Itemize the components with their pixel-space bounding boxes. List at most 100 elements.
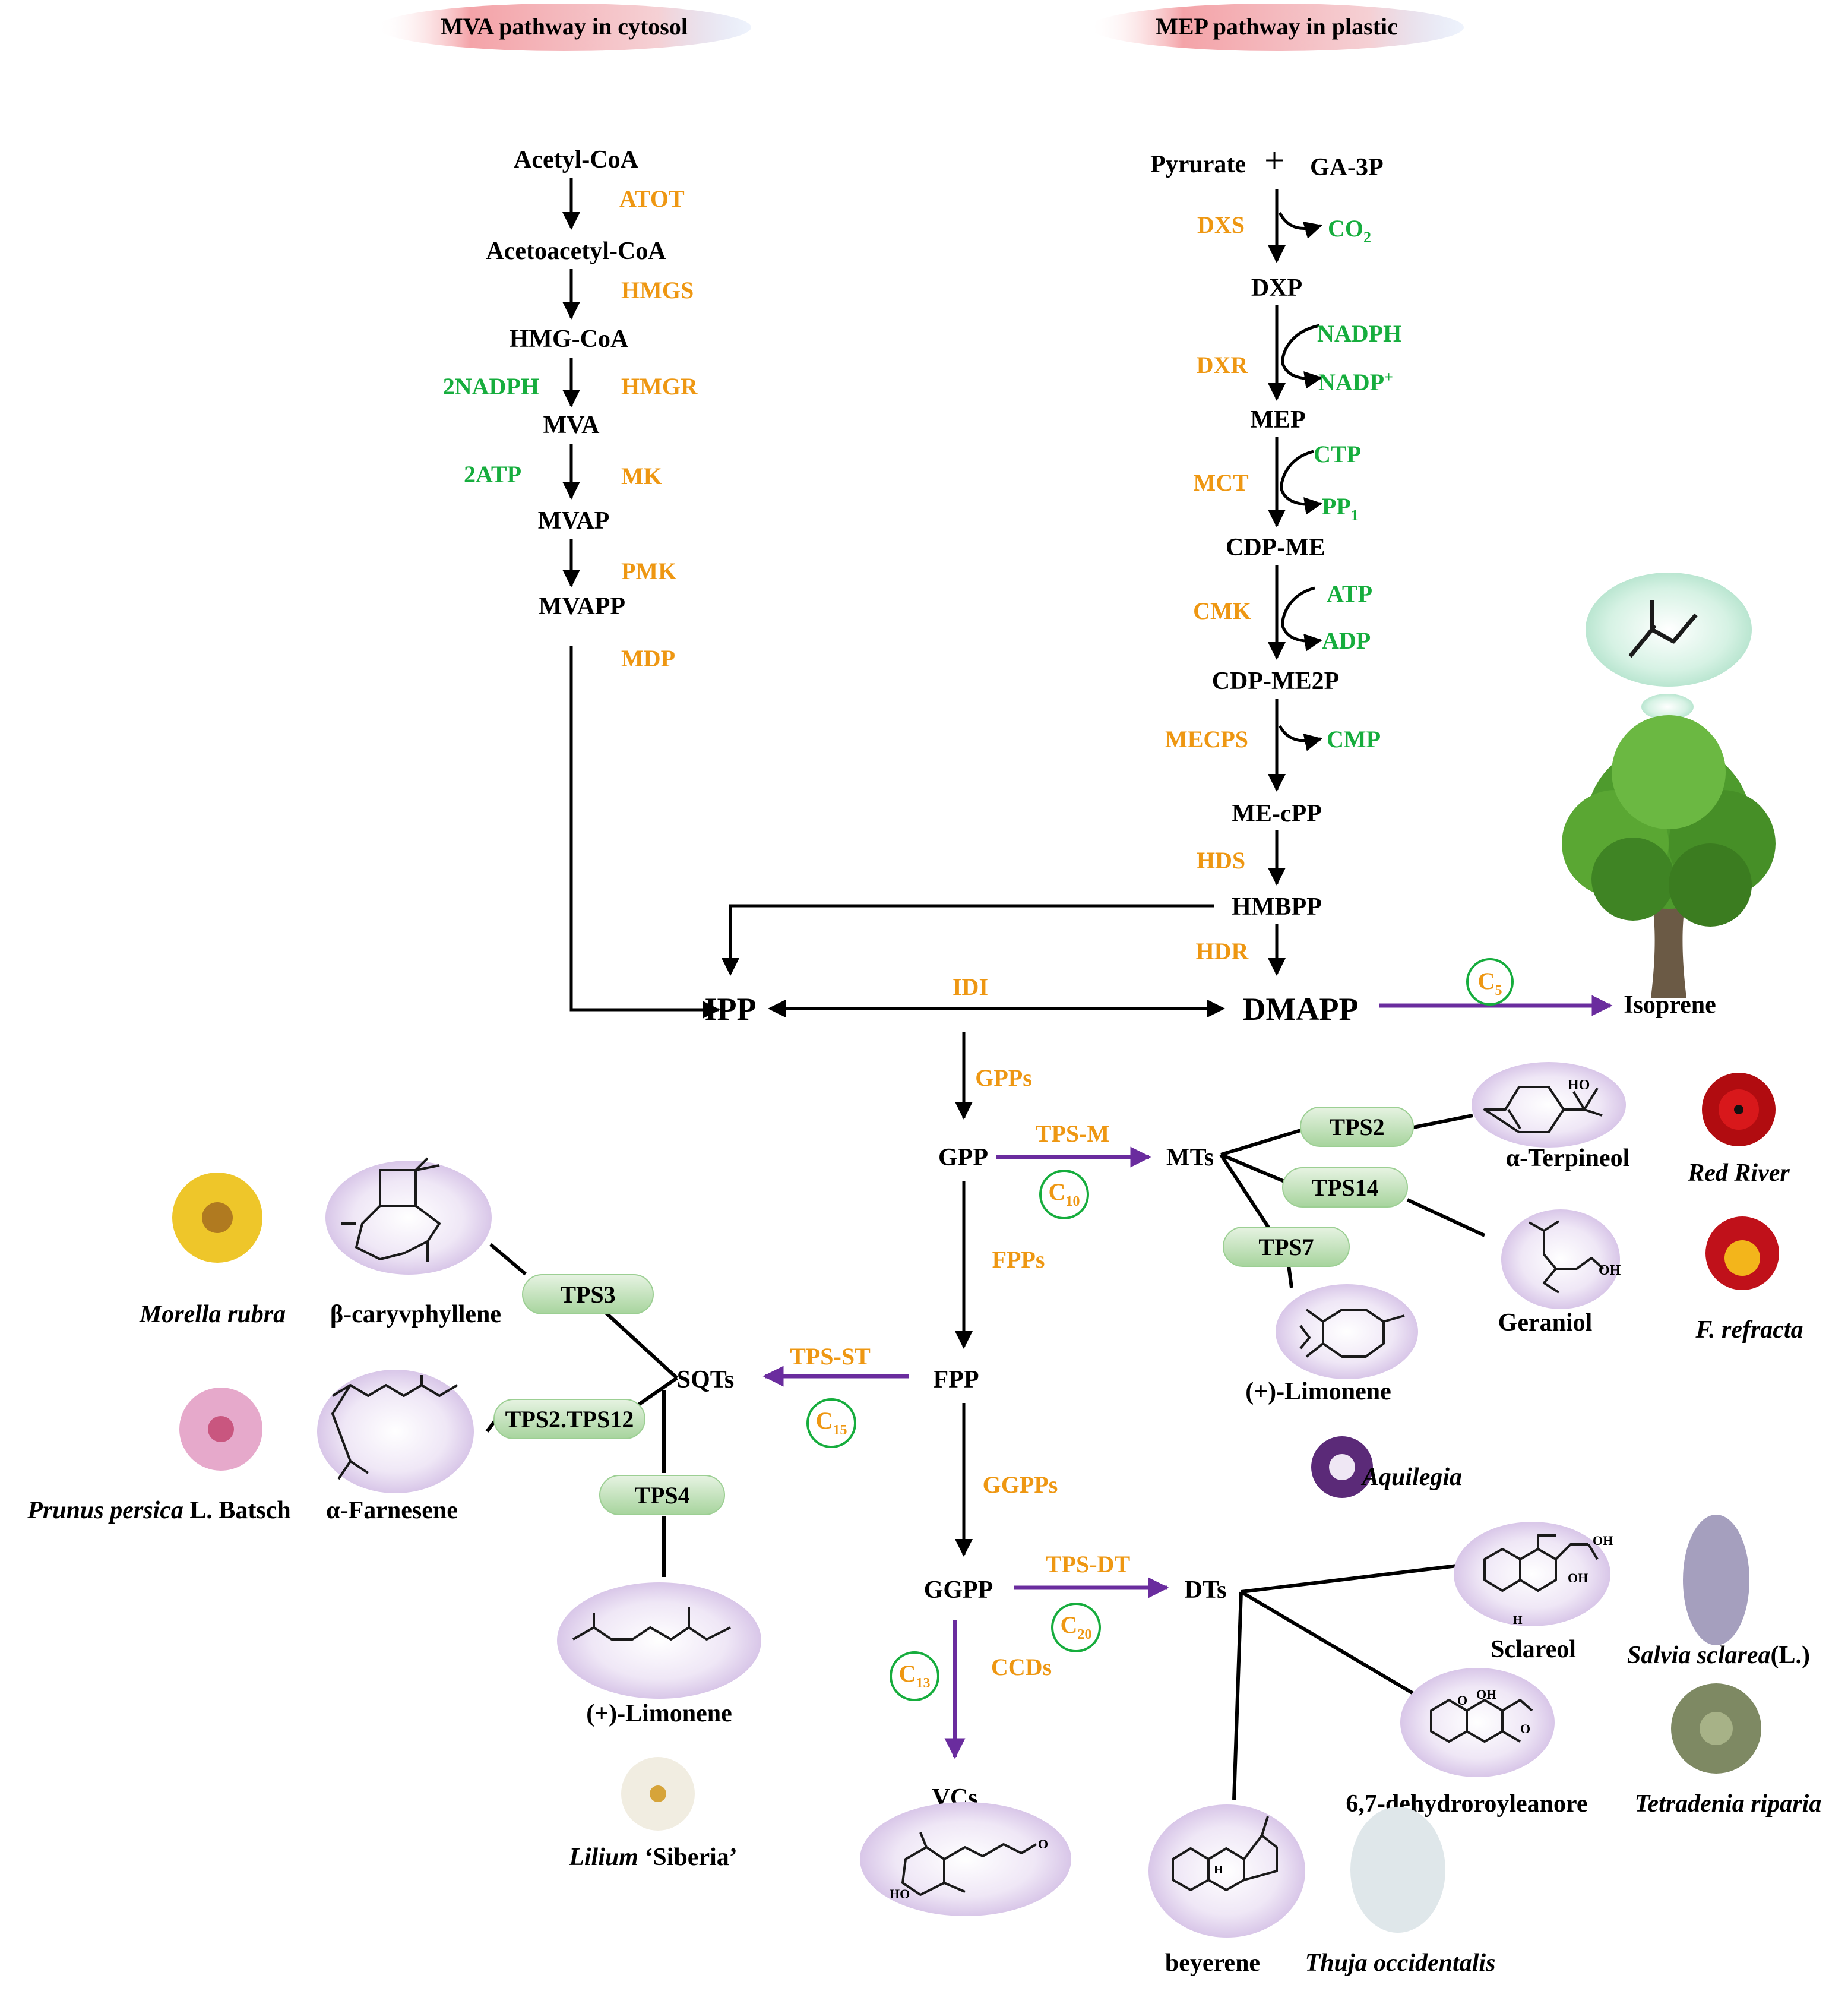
vcs-o: O (1038, 1837, 1048, 1851)
dts: DTs (1185, 1576, 1227, 1604)
enzyme-tps-st: TPS-ST (790, 1343, 871, 1370)
mep-header: MEP pathway in plastic (1090, 4, 1464, 51)
sclareol-oh-2: OH (1593, 1533, 1613, 1548)
enzyme-mct: MCT (1193, 469, 1249, 496)
alpha-farnesene: α-Farnesene (326, 1497, 458, 1524)
limonene-mt-structure (1276, 1284, 1418, 1379)
farnesene-structure (317, 1370, 474, 1493)
mva-pathway: Acetyl-CoA Acetoacetyl-CoA HMG-CoA MVA M… (443, 146, 720, 1019)
cofactor-2atp: 2ATP (464, 461, 521, 488)
white-lily-icon (621, 1757, 695, 1831)
cofactor-nadp: NADP+ (1318, 368, 1393, 396)
mep-header-label: MEP pathway in plastic (1156, 13, 1398, 40)
sclareol: Sclareol (1491, 1636, 1576, 1663)
carbon-c13-label: C13 (899, 1660, 931, 1691)
enzyme-dxr: DXR (1197, 352, 1249, 378)
enzyme-cmk: CMK (1193, 598, 1251, 624)
caryophyllene-structure (325, 1161, 492, 1275)
mep: MEP (1250, 406, 1305, 434)
limonene-sqt: (+)-Limonene (586, 1700, 732, 1727)
enzyme-mk: MK (621, 463, 662, 489)
enzyme-pmk: PMK (621, 558, 676, 584)
royleanore-oh: OH (1476, 1687, 1496, 1702)
enzyme-hds: HDS (1197, 847, 1245, 874)
carbon-c10-label: C10 (1049, 1178, 1080, 1209)
geraniol: Geraniol (1498, 1309, 1593, 1336)
species-tetradenia-riparia: Tetradenia riparia (1635, 1790, 1822, 1818)
species-thuja-occidentalis: Thuja occidentalis (1305, 1949, 1496, 1977)
enzyme-idi: IDI (953, 974, 988, 1000)
species-morella-rubra: Morella rubra (139, 1301, 286, 1328)
cofactor-co2: CO2 (1328, 215, 1371, 246)
tps3-label: TPS3 (560, 1281, 615, 1308)
limonene-sqt-structure (557, 1582, 761, 1699)
cofactor-2nadph: 2NADPH (443, 373, 539, 400)
ggpp: GGPP (924, 1576, 993, 1604)
sqts: SQTs (677, 1366, 735, 1393)
carbon-c20-label: C20 (1061, 1611, 1092, 1642)
hmbpp: HMBPP (1232, 893, 1322, 921)
beyerene: beyerene (1165, 1949, 1260, 1977)
vcs-ho: HO (890, 1886, 910, 1901)
enzyme-hdr: HDR (1196, 938, 1249, 965)
carbon-c15-label: C15 (816, 1407, 847, 1438)
species-prunus-persica: Prunus persica L. Batsch (27, 1497, 290, 1524)
sesquiterpene-branch: TPS3 TPS2.TPS12 TPS4 β-caryvphyllene α-F… (317, 1157, 761, 1727)
sclareol-oh-1: OH (1568, 1570, 1588, 1585)
carbon-c5-badge (1466, 958, 1514, 1006)
royleanore-o-1: O (1457, 1693, 1467, 1708)
species-salvia-sclarea: Salvia sclarea(L.) (1627, 1642, 1810, 1669)
diterpene-branch: OH OH H Sclareol OH O O 6,7-dehydroroyle… (860, 1522, 1613, 1977)
pyruvate: Pyrurate (1150, 151, 1246, 178)
terpineol-oh: HO (1568, 1077, 1590, 1093)
mts: MTs (1166, 1144, 1214, 1171)
enzyme-hmgr: HMGR (621, 373, 698, 400)
enzyme-ggpps: GGPPs (983, 1471, 1058, 1498)
acetyl-coa: Acetyl-CoA (514, 146, 639, 173)
geraniol-structure (1501, 1209, 1620, 1309)
me-cpp: ME-cPP (1232, 800, 1322, 827)
tps3-pill (522, 1274, 654, 1314)
mva-header-label: MVA pathway in cytosol (441, 13, 688, 40)
tree-icon (1562, 715, 1776, 998)
acetoacetyl-coa: Acetoacetyl-CoA (486, 238, 666, 265)
yellow-flower-icon (172, 1173, 262, 1263)
enzyme-mdp: MDP (621, 645, 675, 672)
mep-pathway: Pyrurate + GA-3P DXP MEP CDP-ME CDP-ME2P… (722, 141, 1401, 976)
limonene-mt: (+)-Limonene (1245, 1378, 1391, 1405)
enzyme-gpps: GPPs (975, 1064, 1032, 1091)
carbon-c15-badge (806, 1398, 856, 1448)
tps2-tps12-label: TPS2.TPS12 (505, 1406, 634, 1433)
core-pathway: IPP DMAPP IDI C5 Isoprene GPPs GPP TPS-M… (677, 958, 1716, 1812)
plus-sign: + (1264, 141, 1284, 180)
purple-columbine-icon (1311, 1436, 1373, 1498)
royleanore-o-2: O (1520, 1721, 1530, 1736)
cdp-me: CDP-ME (1226, 534, 1325, 561)
enzyme-atot: ATOT (619, 185, 685, 212)
tps2-pill (1300, 1107, 1414, 1147)
gpp: GPP (938, 1144, 988, 1171)
alpha-terpineol: α-Terpineol (1506, 1145, 1630, 1172)
leaf-clover-icon (1671, 1683, 1761, 1774)
tps4-label: TPS4 (634, 1482, 689, 1509)
red-flower-icon (1702, 1073, 1776, 1146)
enzyme-hmgs: HMGS (621, 277, 694, 304)
species-aquilegia: Aquilegia (1360, 1464, 1462, 1491)
dmapp: DMAPP (1243, 991, 1359, 1027)
enzyme-fpps: FPPs (992, 1246, 1045, 1273)
species-red-river: Red River (1687, 1159, 1790, 1187)
geraniol-oh: OH (1599, 1263, 1621, 1278)
mvap: MVAP (538, 507, 610, 535)
beyerene-h: H (1214, 1863, 1223, 1876)
tps14-pill (1282, 1167, 1408, 1208)
fpp: FPP (934, 1366, 979, 1393)
cofactor-nadph: NADPH (1317, 320, 1401, 347)
tps7-pill (1223, 1227, 1350, 1267)
mva: MVA (543, 412, 600, 439)
carbon-c10-badge (1039, 1170, 1089, 1219)
tps2-label: TPS2 (1329, 1114, 1384, 1140)
cdp-me2p: CDP-ME2P (1212, 668, 1340, 695)
species-lilium-siberia: Lilium ‘Siberia’ (568, 1844, 738, 1871)
carbon-c13-badge (890, 1651, 939, 1701)
